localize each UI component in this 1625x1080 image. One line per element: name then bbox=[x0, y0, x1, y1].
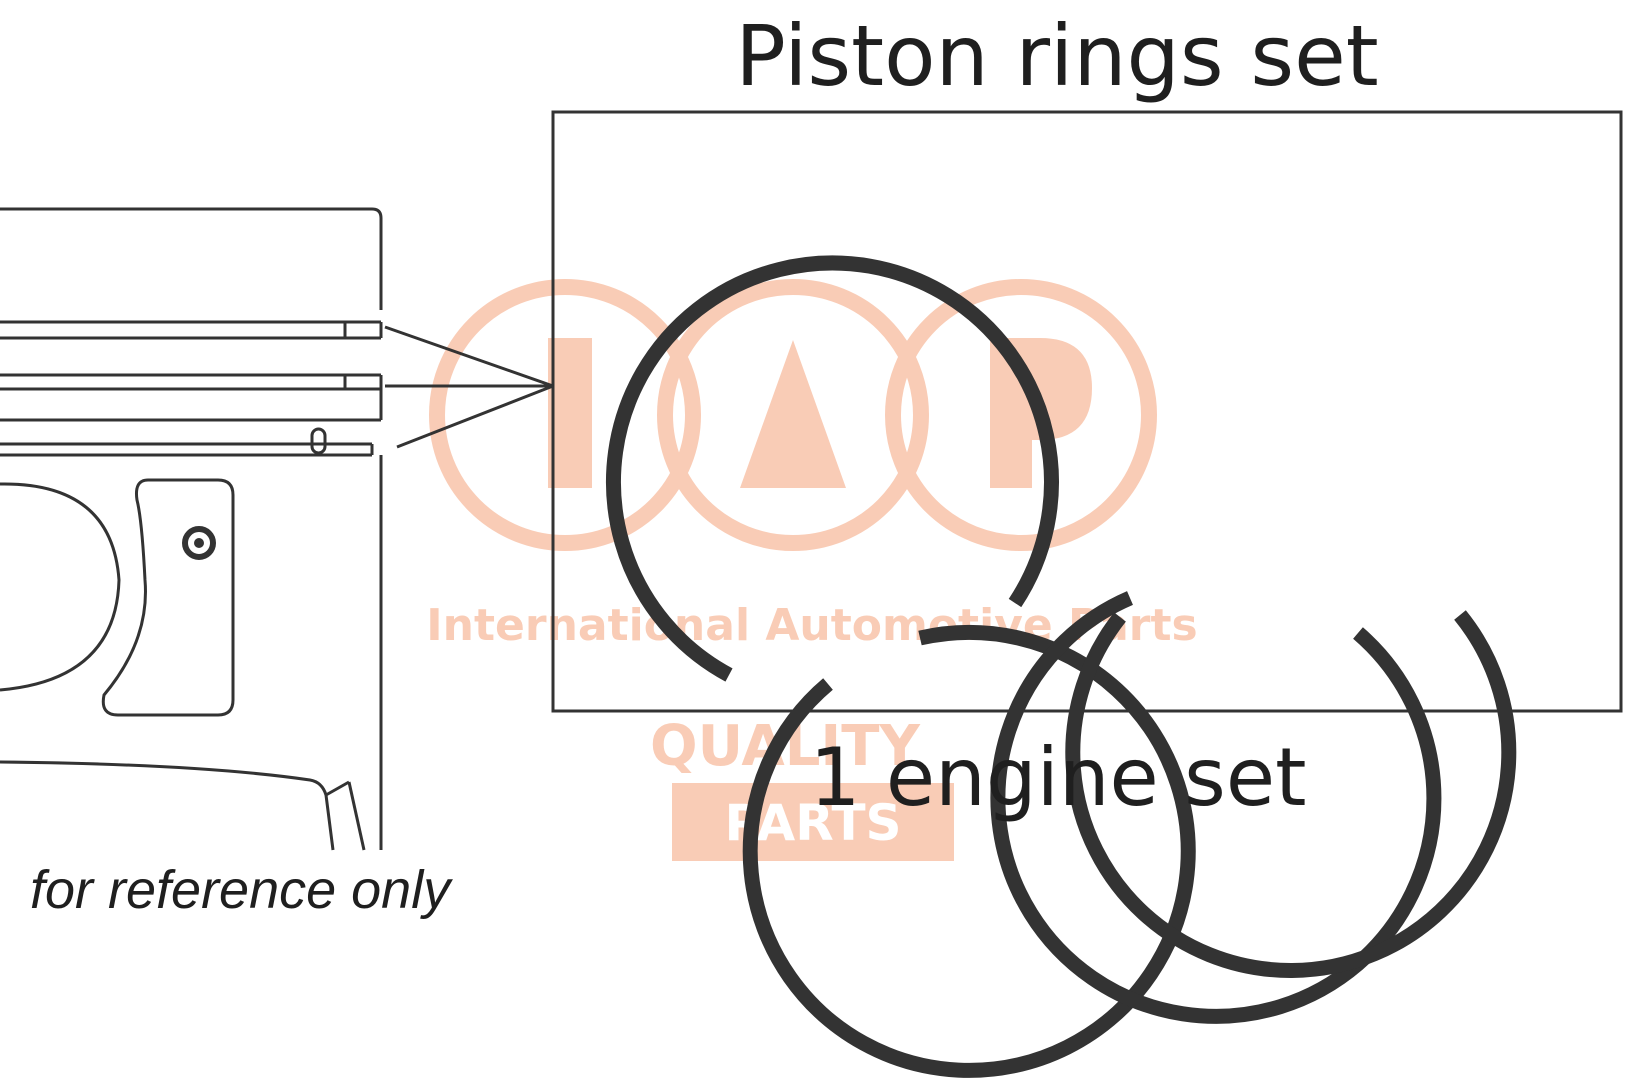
pin-hole-center bbox=[194, 538, 204, 548]
leader-lines bbox=[384, 325, 554, 449]
pin-hole bbox=[182, 526, 216, 560]
reference-note: for reference only bbox=[30, 860, 453, 920]
rings-group bbox=[606, 255, 1517, 1078]
piston-ring-3 bbox=[990, 591, 1442, 1024]
rings-frame bbox=[551, 110, 1623, 713]
diagram-caption: 1 engine set bbox=[810, 731, 1307, 824]
watermark-parts-badge bbox=[672, 783, 954, 861]
piston-drawing bbox=[0, 207, 383, 851]
piston-ring-2 bbox=[742, 624, 1196, 1078]
piston-ring-1 bbox=[606, 255, 1059, 682]
diagram-title: Piston rings set bbox=[735, 7, 1378, 105]
piston-ring-4 bbox=[1065, 610, 1517, 978]
